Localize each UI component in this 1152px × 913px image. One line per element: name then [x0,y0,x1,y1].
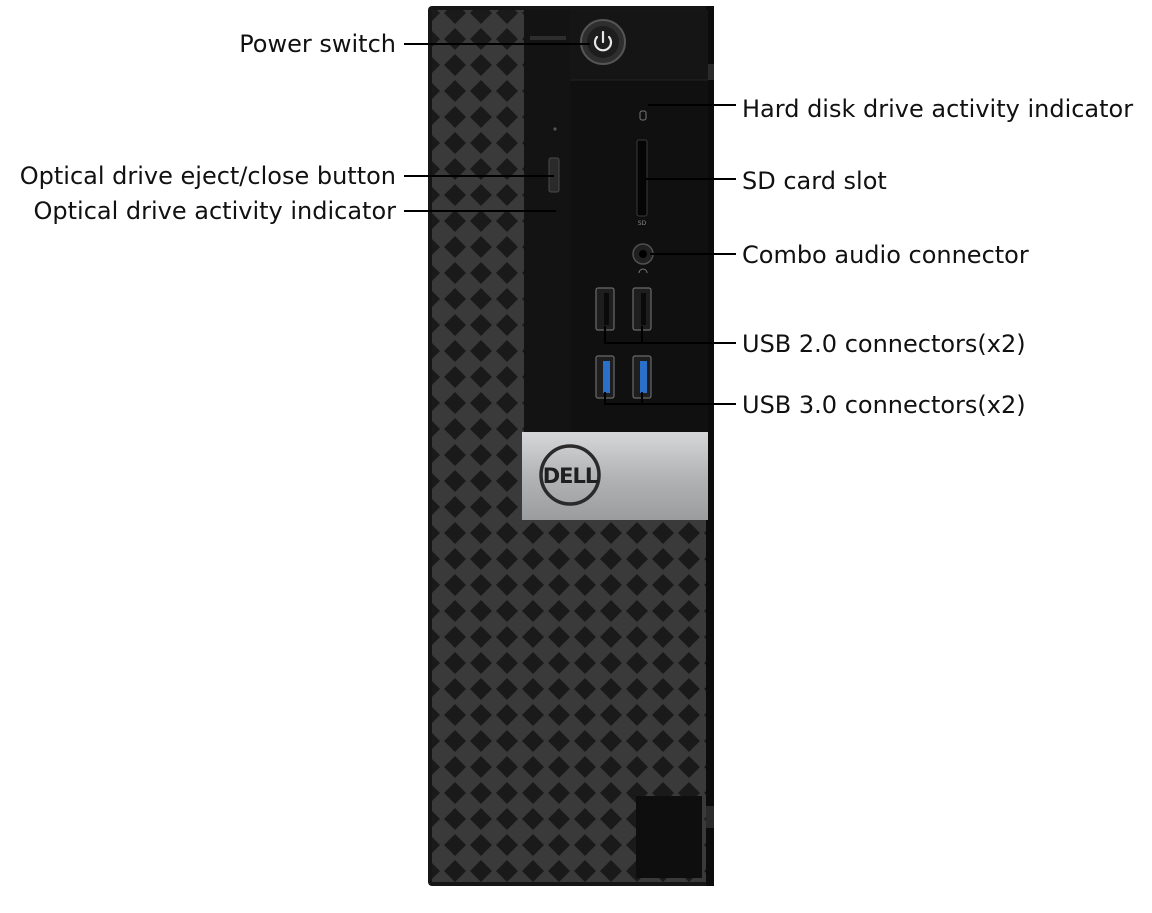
chassis-edge [706,6,714,886]
usb2-port-left-tongue [604,293,609,325]
usb3-port-left-tongue [603,361,610,393]
dell-logo-text: DELL [543,464,598,488]
label-hdd-activity: Hard disk drive activity indicator [742,95,1134,123]
label-usb3: USB 3.0 connectors(x2) [742,391,1026,419]
chassis-tab-top [706,64,714,80]
hdd-activity-led [639,110,647,121]
audio-jack-hole [639,250,647,258]
label-power-switch: Power switch [239,30,396,58]
silver-badge [522,432,708,520]
label-combo-audio: Combo audio connector [742,241,1029,269]
optical-drive-bay [524,10,570,434]
usb2-port-right-tongue [641,293,646,325]
leader-usb2 [604,326,736,344]
dell-logo-ring [539,444,601,506]
chassis-tab-bottom [706,806,714,828]
headset-icon [638,268,648,274]
leader-lines [404,43,736,405]
power-icon [593,35,613,52]
label-eject-button: Optical drive eject/close button [19,162,396,190]
label-optical-activity: Optical drive activity indicator [33,197,396,225]
label-sd-card-slot: SD card slot [742,167,887,195]
bottom-service-tag-block [636,796,702,878]
optical-drive-tray-line [530,36,566,40]
label-usb2: USB 2.0 connectors(x2) [742,330,1026,358]
sd-mark: SD [638,220,647,227]
leader-usb3 [604,392,736,405]
usb3-port-right-tongue [640,361,647,393]
optical-activity-led [553,127,557,131]
